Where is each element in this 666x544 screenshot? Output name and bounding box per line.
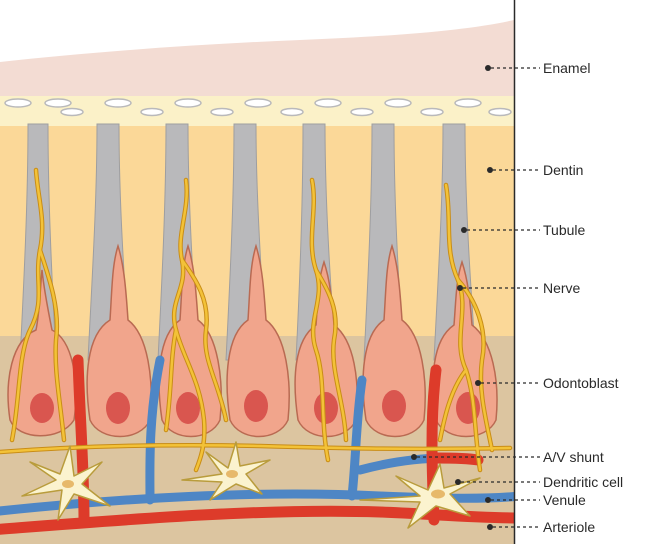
label-dentin: Dentin bbox=[543, 162, 584, 178]
label-odontoblast: Odontoblast bbox=[543, 375, 619, 391]
dendritic-nuclei bbox=[62, 470, 445, 499]
label-arteriole: Arteriole bbox=[543, 519, 596, 535]
enamel-layer bbox=[0, 20, 514, 98]
nerve-fibers-inner bbox=[0, 168, 512, 472]
predentin-ovals bbox=[4, 98, 512, 117]
label-nerve: Nerve bbox=[543, 280, 581, 296]
odontoblast-cells bbox=[7, 243, 498, 438]
label-venule: Venule bbox=[543, 492, 586, 508]
pointer-dots bbox=[411, 65, 493, 530]
label-tubule: Tubule bbox=[543, 222, 586, 238]
label-dendritic-cell: Dendritic cell bbox=[543, 474, 624, 490]
leader-lines bbox=[417, 67, 540, 528]
odontoblast-nuclei bbox=[30, 390, 480, 424]
label-enamel: Enamel bbox=[543, 60, 591, 76]
label-av-shunt: A/V shunt bbox=[543, 449, 604, 465]
